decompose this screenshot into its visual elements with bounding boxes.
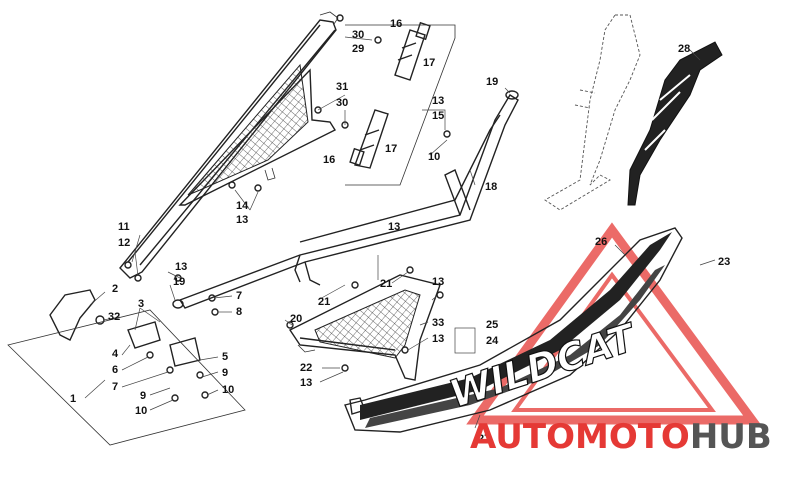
watermark-hub: HUB [690,417,772,457]
label-7a: 7 [236,290,242,302]
label-13g: 13 [300,377,312,389]
lower-door-frame [288,274,441,381]
label-13a: 13 [175,261,187,273]
label-10a: 10 [135,405,147,417]
label-4: 4 [112,348,119,360]
label-3: 3 [138,298,144,310]
watermark-auto: AUTO [470,417,575,457]
label-13c: 13 [432,95,444,107]
label-2: 2 [112,283,118,295]
label-8: 8 [236,306,242,318]
label-20: 20 [290,313,302,325]
part-labels: 1 2 3 4 5 6 7 7 8 9 9 10 10 10 11 12 13 … [70,18,730,445]
label-24: 24 [486,335,499,347]
label-22: 22 [300,362,312,374]
label-28: 28 [678,43,690,55]
label-31: 31 [336,81,348,93]
label-17b: 17 [385,143,397,155]
label-26: 26 [595,236,607,248]
label-23: 23 [718,256,730,268]
leader-lines [84,36,716,429]
label-19a: 19 [486,76,498,88]
label-18: 18 [485,181,497,193]
label-9b: 9 [222,367,228,379]
label-7b: 7 [112,381,118,393]
label-13e: 13 [432,276,444,288]
label-13b: 13 [236,214,248,226]
label-16a: 16 [390,18,402,30]
label-16b: 16 [323,154,335,166]
label-13d: 13 [388,221,400,233]
label-21b: 21 [380,278,392,290]
decal-28 [627,41,723,206]
main-tube-frame [172,90,519,309]
label-25: 25 [486,319,498,331]
label-30b: 30 [336,97,348,109]
hinge-brackets [345,21,456,186]
label-32: 32 [108,311,120,323]
label-21a: 21 [318,296,330,308]
label-15: 15 [432,110,444,122]
label-6: 6 [112,364,118,376]
label-11: 11 [118,221,130,233]
label-9a: 9 [140,390,146,402]
label-14: 14 [236,200,249,212]
label-27: 27 [478,433,490,445]
label-19b: 19 [173,276,185,288]
label-33: 33 [432,317,444,329]
label-10b: 10 [222,384,234,396]
watermark-logo: AUTOMOTOHUB [470,417,772,457]
reference-frame [544,14,723,211]
label-13f: 13 [432,333,444,345]
label-17a: 17 [423,57,435,69]
watermark-moto: MOTO [575,417,690,457]
svg-text:AUTOMOTOHUB: AUTOMOTOHUB [470,417,772,457]
label-29: 29 [352,43,364,55]
label-12: 12 [118,237,130,249]
upper-door-frame [119,11,339,279]
label-1: 1 [70,393,76,405]
upper-mesh-panel [187,63,309,196]
label-10c: 10 [428,151,440,163]
label-30a: 30 [352,29,364,41]
label-5: 5 [222,351,228,363]
